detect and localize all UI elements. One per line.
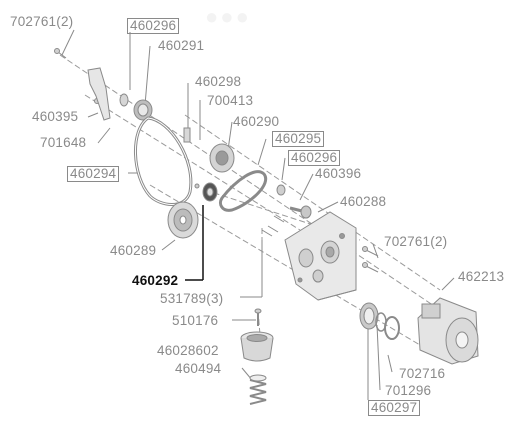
label-510176: 510176: [172, 313, 219, 328]
label-702761-right: 702761(2): [384, 234, 448, 249]
label-460298: 460298: [195, 74, 242, 89]
label-460296-top: 460296: [127, 18, 180, 34]
pulley-highlighted: [202, 182, 218, 202]
label-460289: 460289: [110, 243, 157, 258]
mounting-bracket: [87, 67, 111, 121]
label-462213: 462213: [458, 269, 505, 284]
label-701648: 701648: [40, 135, 87, 150]
label-460291: 460291: [158, 38, 205, 53]
label-460295: 460295: [272, 131, 325, 147]
screw-single: [254, 308, 262, 326]
label-460288: 460288: [340, 194, 387, 209]
spring-cup: [240, 331, 274, 362]
label-700413: 700413: [207, 93, 254, 108]
label-701296: 701296: [385, 383, 432, 398]
pulley-medium: [209, 143, 235, 173]
label-460396: 460396: [315, 166, 362, 181]
motor: [417, 297, 479, 365]
ring-gear: [359, 302, 379, 330]
label-702761-top: 702761(2): [10, 14, 74, 29]
label-460292: 460292: [132, 273, 179, 288]
drive-belt-large: [134, 116, 193, 206]
watermark: ●●●: [205, 4, 251, 29]
label-46028602: 46028602: [157, 343, 219, 358]
label-460294: 460294: [67, 166, 120, 182]
label-460296-mid: 460296: [288, 150, 341, 166]
pulley-small: [133, 99, 153, 121]
gear-housing: [284, 211, 357, 301]
screw-pair-right: [362, 246, 379, 273]
label-531789: 531789(3): [160, 291, 224, 306]
label-702716: 702716: [399, 366, 446, 381]
label-460290: 460290: [233, 114, 280, 129]
label-460395: 460395: [32, 109, 79, 124]
washer-small: [119, 93, 129, 107]
retaining-ring: [384, 316, 400, 340]
label-460494: 460494: [175, 361, 222, 376]
drive-belt-small: [218, 170, 268, 212]
spring: [249, 374, 267, 405]
pin: [183, 127, 191, 143]
pulley-large: [167, 201, 199, 239]
screw-set: [261, 215, 285, 237]
gear-small: [289, 205, 312, 219]
washer-mid: [276, 184, 286, 196]
label-460297: 460297: [368, 400, 421, 416]
